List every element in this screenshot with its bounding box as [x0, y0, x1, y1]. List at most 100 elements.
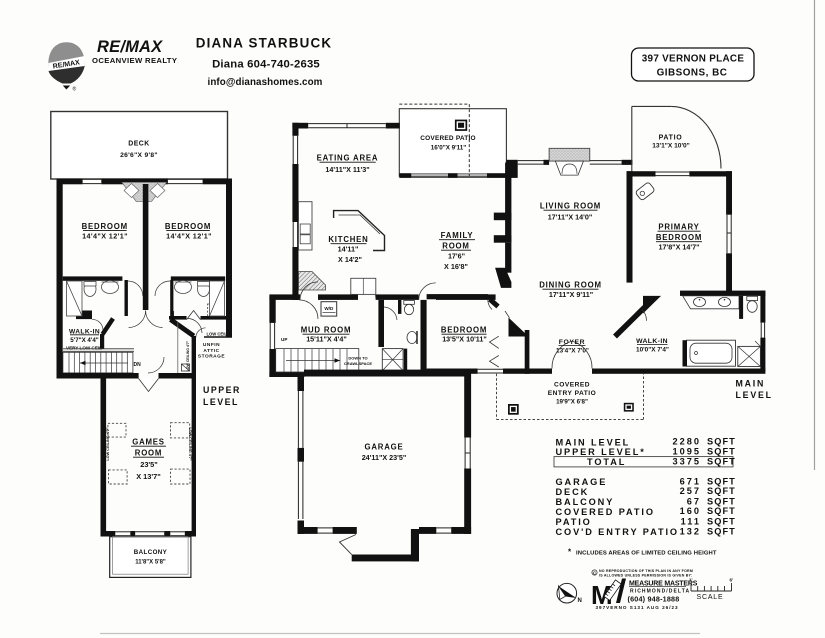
svg-text:RICHMOND/DELTA: RICHMOND/DELTA: [630, 588, 690, 594]
svg-text:DIANA STARBUCK: DIANA STARBUCK: [196, 36, 333, 51]
svg-text:14'4"X 12'1": 14'4"X 12'1": [166, 232, 212, 241]
svg-text:RE/MAX: RE/MAX: [52, 59, 80, 70]
svg-text:(604) 948-1888: (604) 948-1888: [628, 595, 680, 604]
svg-text:UP: UP: [281, 337, 287, 342]
svg-text:info@dianashomes.com: info@dianashomes.com: [208, 77, 323, 88]
svg-text:GIBSONS, BC: GIBSONS, BC: [657, 68, 728, 79]
svg-text:*: *: [568, 548, 572, 557]
svg-text:DECK: DECK: [128, 141, 150, 148]
svg-text:W/D: W/D: [324, 306, 334, 311]
svg-text:SQFT: SQFT: [707, 476, 736, 486]
svg-text:ROOM: ROOM: [442, 242, 469, 251]
svg-text:KITCHEN: KITCHEN: [328, 235, 368, 244]
svg-text:SQFT: SQFT: [707, 496, 736, 506]
svg-text:INCLUDES AREAS OF LIMITED: INCLUDES AREAS OF LIMITED CEILING HEIGHT: [576, 551, 717, 557]
svg-text:FOYER: FOYER: [559, 339, 585, 346]
svg-text:5'7"X 4'4": 5'7"X 4'4": [70, 337, 98, 344]
svg-text:BALCONY: BALCONY: [556, 497, 615, 507]
svg-text:ENTRY PATIO: ENTRY PATIO: [548, 390, 596, 397]
svg-text:MAIN: MAIN: [736, 379, 766, 389]
svg-text:17'6": 17'6": [448, 252, 465, 261]
svg-text:11'8"X 5'8": 11'8"X 5'8": [135, 560, 166, 566]
svg-text:13'5"X 10'11": 13'5"X 10'11": [442, 335, 487, 344]
svg-text:671: 671: [680, 476, 701, 486]
svg-text:PRIMARY: PRIMARY: [658, 223, 699, 232]
svg-text:BALCONY: BALCONY: [134, 549, 168, 556]
svg-text:14'11"X 11'3": 14'11"X 11'3": [325, 165, 369, 174]
svg-text:RE/MAX: RE/MAX: [97, 38, 163, 56]
svg-text:LOW CEIL: LOW CEIL: [206, 331, 227, 336]
svg-text:X 16'8": X 16'8": [444, 262, 468, 271]
svg-text:MUD ROOM: MUD ROOM: [301, 326, 352, 335]
svg-text:UPPER LEVEL*: UPPER LEVEL*: [556, 447, 646, 457]
svg-text:2280: 2280: [673, 437, 701, 447]
svg-text:WALK-IN: WALK-IN: [636, 338, 668, 345]
svg-text:15'11"X 4'4": 15'11"X 4'4": [306, 335, 347, 344]
svg-text:SCALE: SCALE: [697, 594, 724, 601]
svg-text:COVERED PATIO: COVERED PATIO: [556, 507, 655, 517]
svg-text:EATING AREA: EATING AREA: [317, 154, 379, 163]
svg-text:LOW CEILING 4'7": LOW CEILING 4'7": [106, 427, 110, 460]
svg-text:16'0"X 9'11": 16'0"X 9'11": [431, 145, 467, 152]
svg-text:N: N: [578, 598, 582, 604]
svg-text:LIVING ROOM: LIVING ROOM: [540, 202, 601, 211]
svg-text:SQFT: SQFT: [707, 516, 736, 526]
svg-text:26'6"X 9'8": 26'6"X 9'8": [120, 152, 158, 159]
svg-text:257: 257: [680, 486, 701, 496]
svg-text:1': 1': [689, 578, 693, 583]
svg-text:Diana 604-740-2635: Diana 604-740-2635: [212, 59, 320, 71]
svg-text:SQFT: SQFT: [707, 446, 736, 456]
svg-text:67: 67: [687, 496, 701, 506]
svg-text:WALK-IN: WALK-IN: [69, 329, 100, 336]
svg-text:14'4"X 12'1": 14'4"X 12'1": [82, 232, 128, 241]
svg-text:LOW CEILING 4'7": LOW CEILING 4'7": [186, 340, 190, 371]
svg-text:X 14'2": X 14'2": [338, 255, 362, 264]
svg-text:X 13'7": X 13'7": [136, 472, 161, 481]
svg-text:10'0"X 7'4": 10'0"X 7'4": [636, 347, 669, 354]
svg-text:TOTAL: TOTAL: [587, 457, 626, 467]
svg-text:OCEANVIEW REALTY: OCEANVIEW REALTY: [92, 56, 177, 65]
svg-text:PATIO: PATIO: [659, 135, 683, 142]
svg-text:DOWN TO: DOWN TO: [348, 356, 367, 361]
svg-text:397VERNO S131 AUG 26/23: 397VERNO S131 AUG 26/23: [596, 605, 679, 610]
svg-text:®: ®: [73, 86, 77, 93]
svg-text:COV'D ENTRY PATIO: COV'D ENTRY PATIO: [556, 527, 679, 537]
svg-text:VERY LOW CEIL: VERY LOW CEIL: [66, 346, 102, 351]
svg-text:6': 6': [730, 578, 734, 583]
svg-text:DECK: DECK: [556, 487, 590, 497]
svg-text:23'5": 23'5": [140, 460, 158, 469]
svg-text:LOW CEILING 4'7": LOW CEILING 4'7": [188, 427, 192, 460]
svg-text:3375: 3375: [673, 457, 701, 467]
svg-text:BEDROOM: BEDROOM: [441, 326, 487, 335]
svg-text:UPPER: UPPER: [203, 385, 241, 395]
svg-text:BEDROOM: BEDROOM: [165, 222, 211, 231]
svg-text:ATTIC: ATTIC: [203, 348, 219, 354]
svg-text:UNFIN: UNFIN: [203, 342, 220, 348]
svg-text:LOW CEILING 4'7": LOW CEILING 4'7": [102, 427, 106, 460]
svg-text:CRAWLSPACE: CRAWLSPACE: [344, 361, 372, 366]
svg-text:SQFT: SQFT: [707, 457, 736, 467]
svg-text:PATIO: PATIO: [556, 517, 592, 527]
svg-text:1095: 1095: [673, 446, 701, 456]
svg-text:19'9"X 6'8": 19'9"X 6'8": [556, 399, 588, 406]
svg-text:C: C: [593, 571, 597, 576]
svg-text:BEDROOM: BEDROOM: [656, 233, 702, 242]
svg-text:DINING ROOM: DINING ROOM: [539, 281, 602, 290]
svg-text:LEVEL: LEVEL: [736, 390, 773, 400]
svg-text:13'1"X 10'0": 13'1"X 10'0": [652, 143, 690, 150]
svg-text:17'11"X 14'0": 17'11"X 14'0": [548, 213, 593, 222]
svg-text:COVERED: COVERED: [554, 382, 590, 389]
svg-text:160: 160: [680, 506, 701, 516]
svg-text:SQFT: SQFT: [707, 506, 736, 516]
svg-text:GAMES: GAMES: [132, 438, 165, 447]
svg-text:DN: DN: [134, 362, 142, 368]
svg-text:BEDROOM: BEDROOM: [82, 222, 128, 231]
svg-text:NO REPRODUCTION OF THIS PLAN I: NO REPRODUCTION OF THIS PLAN IN ANY FORM: [599, 569, 693, 573]
svg-text:GARAGE: GARAGE: [556, 477, 608, 487]
svg-text:MEASURE MASTERS: MEASURE MASTERS: [629, 581, 698, 588]
svg-text:ROOM: ROOM: [135, 449, 162, 458]
svg-text:STORAGE: STORAGE: [198, 354, 225, 360]
svg-text:FAMILY: FAMILY: [441, 231, 474, 240]
svg-text:111: 111: [681, 516, 701, 526]
svg-text:MAIN LEVEL: MAIN LEVEL: [556, 438, 631, 448]
